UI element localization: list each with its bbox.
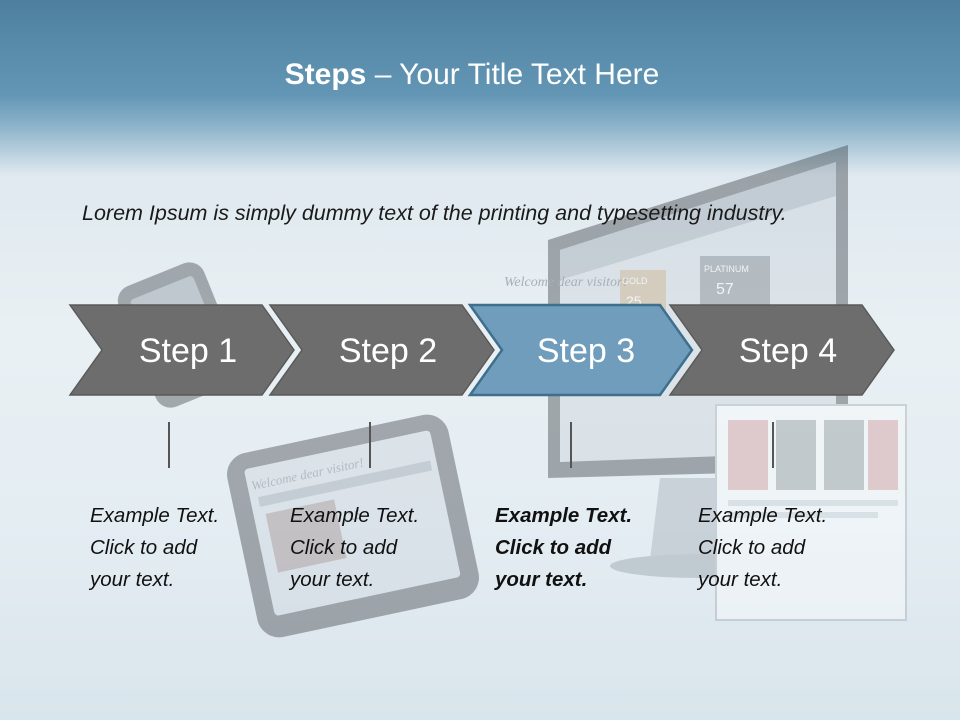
step-1-label: Step 1 (139, 332, 237, 370)
caption-line: Click to add (90, 536, 198, 559)
caption-line: your text. (698, 568, 783, 591)
tablet-value: 15 (347, 507, 363, 524)
caption-line: Click to add (495, 536, 612, 559)
slide-title: Steps – Your Title Text Here (0, 54, 944, 96)
caption-line: Click to add (698, 536, 806, 559)
caption-line: your text. (495, 568, 588, 591)
slide-title-rest: – Your Title Text Here (366, 58, 660, 91)
step-2[interactable]: Step 2 (268, 304, 495, 396)
step-2-label: Step 2 (339, 332, 437, 370)
step-1-caption[interactable]: Example Text. Click to add your text. (90, 500, 260, 596)
caption-line: Example Text. (90, 504, 220, 527)
step-3-caption[interactable]: Example Text. Click to add your text. (495, 500, 665, 596)
display-panel-icon (715, 404, 907, 621)
step-2-caption[interactable]: Example Text. Click to add your text. (290, 500, 460, 596)
step-4[interactable]: Step 4 (668, 304, 895, 396)
caption-line: Click to add (290, 536, 398, 559)
step-4-label: Step 4 (739, 332, 837, 370)
step-4-caption[interactable]: Example Text. Click to add your text. (698, 500, 868, 596)
caption-line: your text. (90, 568, 175, 591)
pricing-platinum-label: PLATINUM (704, 264, 749, 274)
slide-title-strong: Steps (284, 58, 367, 91)
monitor-headline: Welcome dear visitor! (504, 275, 627, 290)
caption-line: Example Text. (698, 504, 828, 527)
pricing-platinum-value: 57 (716, 281, 734, 298)
intro-text: Lorem Ipsum is simply dummy text of the … (82, 201, 787, 225)
step-3[interactable]: Step 3 (467, 303, 694, 397)
step-3-label: Step 3 (537, 332, 635, 370)
pricing-gold-label: GOLD (622, 276, 648, 286)
step-1[interactable]: Step 1 (68, 304, 295, 396)
caption-line: your text. (290, 568, 375, 591)
tablet-icon: Welcome dear visitor! 15 (227, 414, 479, 638)
caption-line: Example Text. (290, 504, 420, 527)
caption-line: Example Text. (495, 504, 633, 527)
